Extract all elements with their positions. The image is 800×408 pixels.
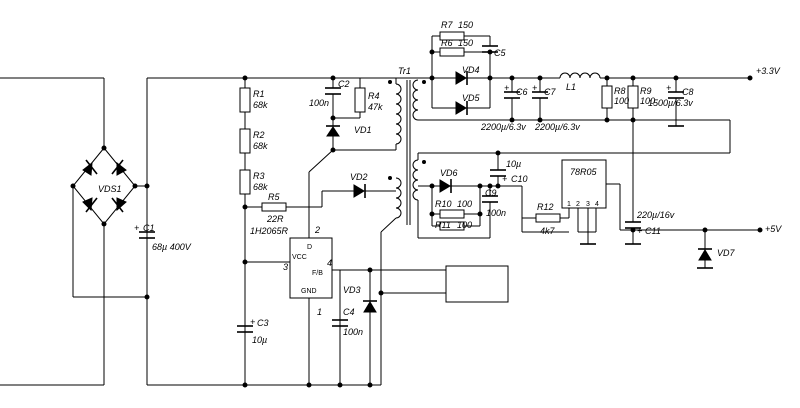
ic-pin-gnd: GND: [301, 288, 317, 295]
r2-value: 68k: [253, 141, 268, 151]
r11-label: R11: [435, 220, 451, 230]
resistor-r5: [245, 190, 354, 212]
output-3v3-label: +3.3V: [756, 66, 781, 76]
reg-pin3: 3: [586, 201, 590, 208]
c1-value: 68µ 400V: [152, 242, 192, 252]
r8-label: R8: [614, 86, 626, 96]
ac-input-wires: [0, 77, 105, 386]
vd6-label: VD6: [440, 168, 458, 178]
ic-pin4: 4: [327, 258, 332, 268]
r12-value: 4k7: [540, 226, 556, 236]
r3-value: 68k: [253, 182, 268, 192]
r6-label: R6: [441, 38, 453, 48]
vd5-label: VD5: [462, 93, 481, 103]
c9-value: 100n: [486, 208, 506, 218]
r5-label: R5: [268, 192, 280, 202]
c11-label: C11: [645, 226, 661, 236]
reg-name: 78R05: [570, 167, 598, 177]
c2-value: 100n: [309, 98, 329, 108]
c4-label: C4: [343, 307, 355, 317]
vd2-label: VD2: [350, 172, 368, 182]
l1-label: L1: [566, 82, 576, 92]
vd3-label: VD3: [343, 285, 361, 295]
c1-plus: +: [134, 223, 139, 233]
c4-value: 100n: [343, 327, 363, 337]
snubber: [325, 77, 396, 153]
r3-label: R3: [253, 171, 265, 181]
resistor-chain: [239, 78, 251, 385]
c7-plus: +: [532, 83, 537, 93]
capacitor-c1: [139, 231, 155, 239]
c6-label: C6: [516, 87, 528, 97]
c10-value: 10µ: [506, 159, 521, 169]
c10-plus: +: [502, 174, 507, 184]
c11-value: 220µ/16v: [636, 210, 675, 220]
r8-value: 100: [614, 96, 629, 106]
secondary-5v: [417, 150, 763, 269]
r4-label: R4: [368, 91, 380, 101]
diode-vd2: [353, 184, 396, 198]
r9-label: R9: [640, 86, 652, 96]
optocoupler-box: [378, 265, 509, 385]
bridge-rectifier-vds1: [70, 145, 147, 298]
capacitor-c4: [332, 319, 348, 327]
output-5v-label: +5V: [765, 224, 782, 234]
vd4-label: VD4: [462, 65, 480, 75]
r7-value: 150: [458, 20, 473, 30]
c11-plus: +: [637, 226, 642, 236]
ic-pin-fb: F/B: [312, 270, 323, 277]
tr1-label: Tr1: [398, 66, 411, 76]
r12-label: R12: [537, 202, 554, 212]
capacitor-c3: [237, 325, 253, 333]
secondary-33v: [418, 31, 753, 218]
reg-pin1: 1: [567, 201, 571, 208]
r2-label: R2: [253, 130, 265, 140]
ic-name: 1H2065R: [250, 226, 289, 236]
reg-pin2: 2: [576, 201, 580, 208]
ic-pin1: 1: [317, 307, 322, 317]
vds1-label: VDS1: [98, 184, 122, 194]
vd1-label: VD1: [354, 125, 372, 135]
c3-plus: +: [250, 317, 255, 327]
r11-value: 100: [457, 220, 472, 230]
c10-label: C10: [511, 174, 528, 184]
ic-pin3: 3: [283, 262, 288, 272]
ic-pin-vcc: VCC: [292, 254, 307, 261]
c1-label: C1: [143, 223, 155, 233]
c3-label: C3: [257, 318, 269, 328]
reg-pin4: 4: [595, 201, 599, 208]
c5-label: C5: [494, 48, 506, 58]
c6-plus: +: [504, 83, 509, 93]
vd7-label: VD7: [717, 248, 736, 258]
c7-label: C7: [544, 87, 556, 97]
c7-value: 2200µ/6.3v: [534, 122, 580, 132]
c8-plus: +: [666, 83, 671, 93]
c3-value: 10µ: [252, 335, 267, 345]
c8-value: 1500µ/6.3v: [648, 98, 693, 108]
r6-value: 150: [458, 38, 473, 48]
r5-value: 22R: [266, 214, 284, 224]
ic-pin2: 2: [314, 225, 320, 235]
transformer-tr1: [380, 78, 426, 293]
r1-value: 68k: [253, 100, 268, 110]
c6-value: 2200µ/6.3v: [480, 122, 526, 132]
c2-label: C2: [338, 79, 350, 89]
r9-value: 100: [640, 96, 655, 106]
r4-value: 47k: [368, 102, 383, 112]
c9-label: C9: [485, 188, 497, 198]
ic-1h2065r: [245, 149, 508, 385]
r1-label: R1: [253, 89, 265, 99]
r7-label: R7: [441, 20, 453, 30]
r10-label: R10: [435, 199, 452, 209]
hv-rail: [144, 75, 440, 388]
r10-value: 100: [457, 199, 472, 209]
ic-pin-d: D: [307, 244, 312, 251]
c8-label: C8: [682, 87, 694, 97]
diode-vd3: [363, 267, 377, 385]
